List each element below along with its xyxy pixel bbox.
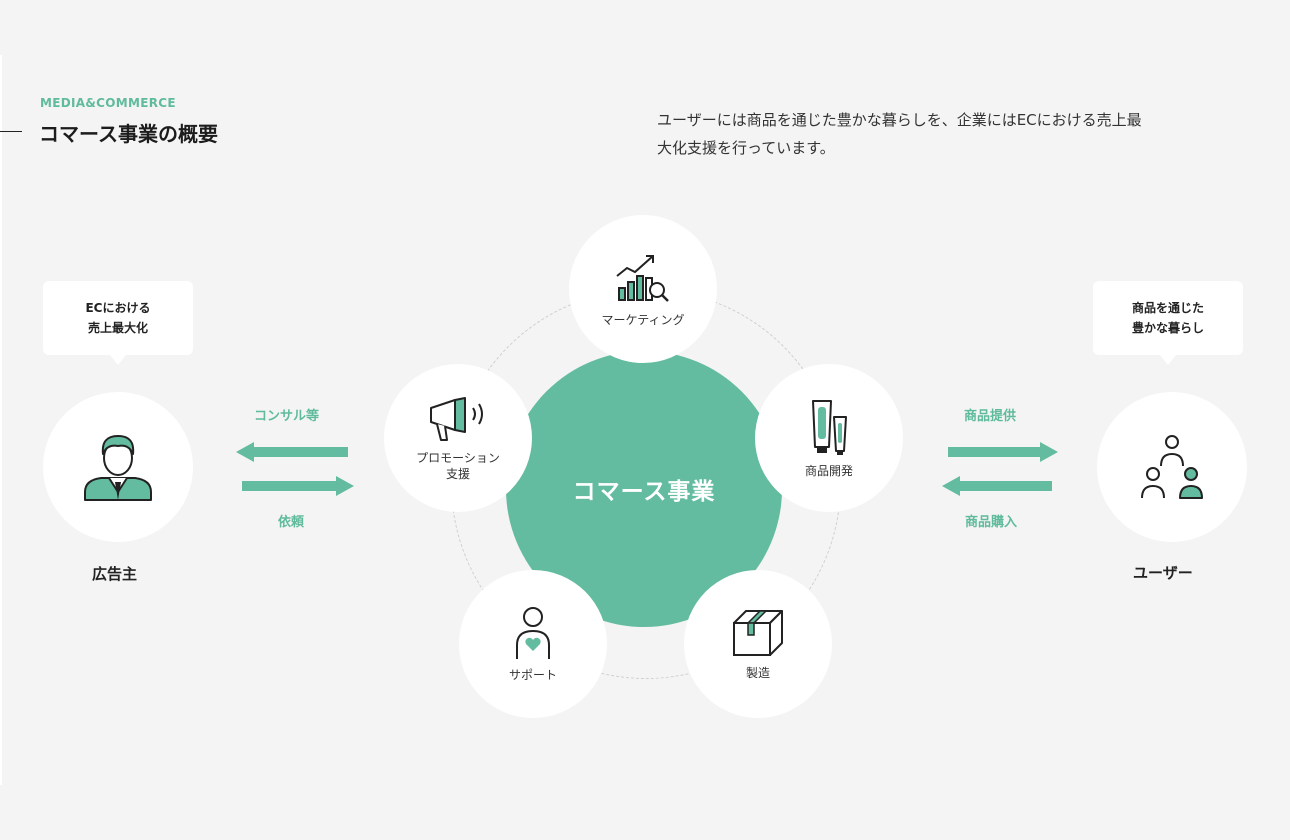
person-heart-icon bbox=[516, 607, 550, 659]
node-promotion-label-line-2: 支援 bbox=[445, 467, 470, 481]
node-promotion-label-line-1: プロモーション bbox=[416, 451, 500, 465]
arrow-left-icon bbox=[942, 476, 1052, 496]
node-promotion: プロモーション 支援 bbox=[384, 364, 532, 512]
core-label: コマース事業 bbox=[572, 479, 716, 505]
advertiser-label: 広告主 bbox=[92, 565, 138, 583]
node-support-label: サポート bbox=[508, 668, 557, 682]
box-icon bbox=[733, 610, 783, 656]
section-tag: MEDIA&COMMERCE bbox=[40, 96, 176, 110]
chart-magnifier-icon bbox=[616, 255, 669, 302]
arrow-left-icon bbox=[236, 442, 348, 462]
tubes-icon bbox=[812, 400, 847, 455]
megaphone-icon bbox=[430, 397, 483, 441]
flow-label-consulting: コンサル等 bbox=[254, 409, 320, 424]
left-edge-strip bbox=[0, 55, 2, 785]
intro-line-1: ユーザーには商品を通じた豊かな暮らしを、企業にはECにおける売上最 bbox=[657, 111, 1142, 129]
intro-line-2: 大化支援を行っています。 bbox=[657, 139, 835, 157]
user-speech-bubble: 商品を通じた 豊かな暮らし bbox=[1093, 281, 1243, 365]
advertiser-bubble-line-1: ECにおける bbox=[85, 301, 151, 315]
title-dash bbox=[0, 131, 22, 132]
user-circle bbox=[1097, 392, 1247, 542]
advertiser-speech-bubble: ECにおける 売上最大化 bbox=[43, 281, 193, 365]
node-support: サポート bbox=[459, 570, 607, 718]
arrow-right-icon bbox=[948, 442, 1058, 462]
node-development-label: 商品開発 bbox=[804, 464, 853, 478]
businessman-icon bbox=[84, 435, 152, 501]
intro-text: ユーザーには商品を通じた豊かな暮らしを、企業にはECにおける売上最 大化支援を行… bbox=[657, 106, 1257, 162]
user-label: ユーザー bbox=[1133, 564, 1193, 582]
node-marketing: マーケティング bbox=[569, 215, 717, 363]
user-bubble-line-2: 豊かな暮らし bbox=[1131, 321, 1204, 335]
flow-label-provide: 商品提供 bbox=[964, 409, 1017, 424]
advertiser-circle bbox=[43, 392, 193, 542]
user-bubble-line-1: 商品を通じた bbox=[1131, 301, 1204, 315]
flow-label-purchase: 商品購入 bbox=[965, 515, 1018, 530]
group-icon bbox=[1141, 435, 1203, 499]
node-manufacturing: 製造 bbox=[684, 570, 832, 718]
advertiser-bubble-line-2: 売上最大化 bbox=[87, 321, 148, 335]
node-manufacturing-label: 製造 bbox=[745, 666, 770, 680]
section-title: コマース事業の概要 bbox=[39, 122, 218, 146]
node-marketing-label: マーケティング bbox=[601, 313, 685, 327]
arrow-right-icon bbox=[242, 476, 354, 496]
node-development: 商品開発 bbox=[755, 364, 903, 512]
node-promotion-label: プロモーション 支援 bbox=[416, 450, 500, 482]
flow-label-request: 依頼 bbox=[278, 515, 305, 530]
